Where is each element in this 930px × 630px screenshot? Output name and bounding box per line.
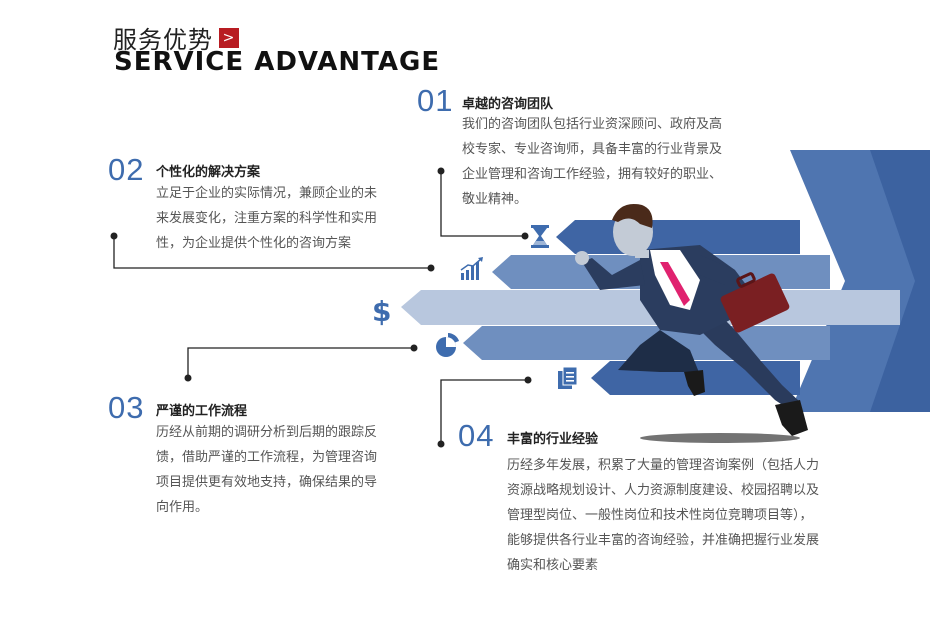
- connector-03: [187, 347, 414, 378]
- item-01-title: 卓越的咨询团队: [462, 97, 554, 112]
- bar-chart-icon: [460, 257, 483, 280]
- item-03-line: 历经从前期的调研分析到后期的跟踪反: [156, 425, 378, 440]
- item-02-line: 立足于企业的实际情况，兼顾企业的未: [156, 186, 378, 201]
- section-title-en: SERVICE ADVANTAGE: [114, 47, 441, 77]
- item-04-line: 历经多年发展，积累了大量的管理咨询案例（包括人力: [507, 458, 820, 473]
- connector-01: [440, 171, 525, 237]
- item-04-title: 丰富的行业经验: [507, 432, 599, 447]
- item-02-line: 来发展变化，注重方案的科学性和实用: [156, 211, 378, 226]
- connector-dots: [110, 167, 532, 448]
- section-title-cn: 服务优势: [113, 26, 213, 54]
- item-03-line: 向作用。: [156, 500, 209, 515]
- item-03-number: 03: [108, 390, 145, 425]
- businessman-illustration: [575, 204, 808, 443]
- item-03-line: 馈，借助严谨的工作流程，为管理咨询: [156, 450, 378, 465]
- item-02-number: 02: [108, 152, 145, 187]
- item-01-description: 我们的咨询团队包括行业资深顾问、政府及高 校专家、专业咨询师，具备丰富的行业背景…: [462, 112, 772, 212]
- documents-icon: [558, 366, 578, 389]
- item-03-description: 历经从前期的调研分析到后期的跟踪反 馈，借助严谨的工作流程，为管理咨询 项目提供…: [156, 420, 426, 520]
- big-chevron-arrow-front: [850, 150, 930, 412]
- item-04-line: 资源战略规划设计、人力资源制度建设、校园招聘以及: [507, 483, 820, 498]
- item-02-line: 性，为企业提供个性化的咨询方案: [156, 236, 352, 251]
- item-04-number: 04: [458, 418, 495, 453]
- more-badge-icon[interactable]: >: [219, 27, 239, 48]
- item-03-line: 项目提供更有效地支持，确保结果的导: [156, 475, 378, 490]
- item-04-line: 能够提供各行业丰富的咨询经验，并准确把握行业发展: [507, 533, 820, 548]
- item-04-description: 历经多年发展，积累了大量的管理咨询案例（包括人力 资源战略规划设计、人力资源制度…: [507, 453, 867, 578]
- item-02-description: 立足于企业的实际情况，兼顾企业的未 来发展变化，注重方案的科学性和实用 性，为企…: [156, 181, 426, 256]
- connector-lines: [113, 171, 528, 444]
- pie-chart-icon: [436, 333, 459, 357]
- item-02-title: 个性化的解决方案: [156, 165, 261, 180]
- item-01-line: 校专家、专业咨询师，具备丰富的行业背景及: [462, 142, 723, 157]
- dollar-icon: $: [372, 295, 391, 328]
- item-01-line: 企业管理和咨询工作经验，拥有较好的职业、: [462, 167, 723, 182]
- item-03-title: 严谨的工作流程: [156, 404, 248, 419]
- item-04-line: 确实和核心要素: [507, 558, 599, 573]
- connector-02: [113, 236, 431, 269]
- item-01-line: 敬业精神。: [462, 192, 528, 207]
- item-01-line: 我们的咨询团队包括行业资深顾问、政府及高: [462, 117, 723, 132]
- hourglass-icon: [531, 225, 549, 248]
- item-04-line: 管理型岗位、一般性岗位和技术性岗位竞聘项目等），: [507, 508, 813, 523]
- connector-04: [440, 379, 528, 444]
- section-title: 服务优势 >: [113, 20, 239, 55]
- item-01-number: 01: [417, 83, 454, 118]
